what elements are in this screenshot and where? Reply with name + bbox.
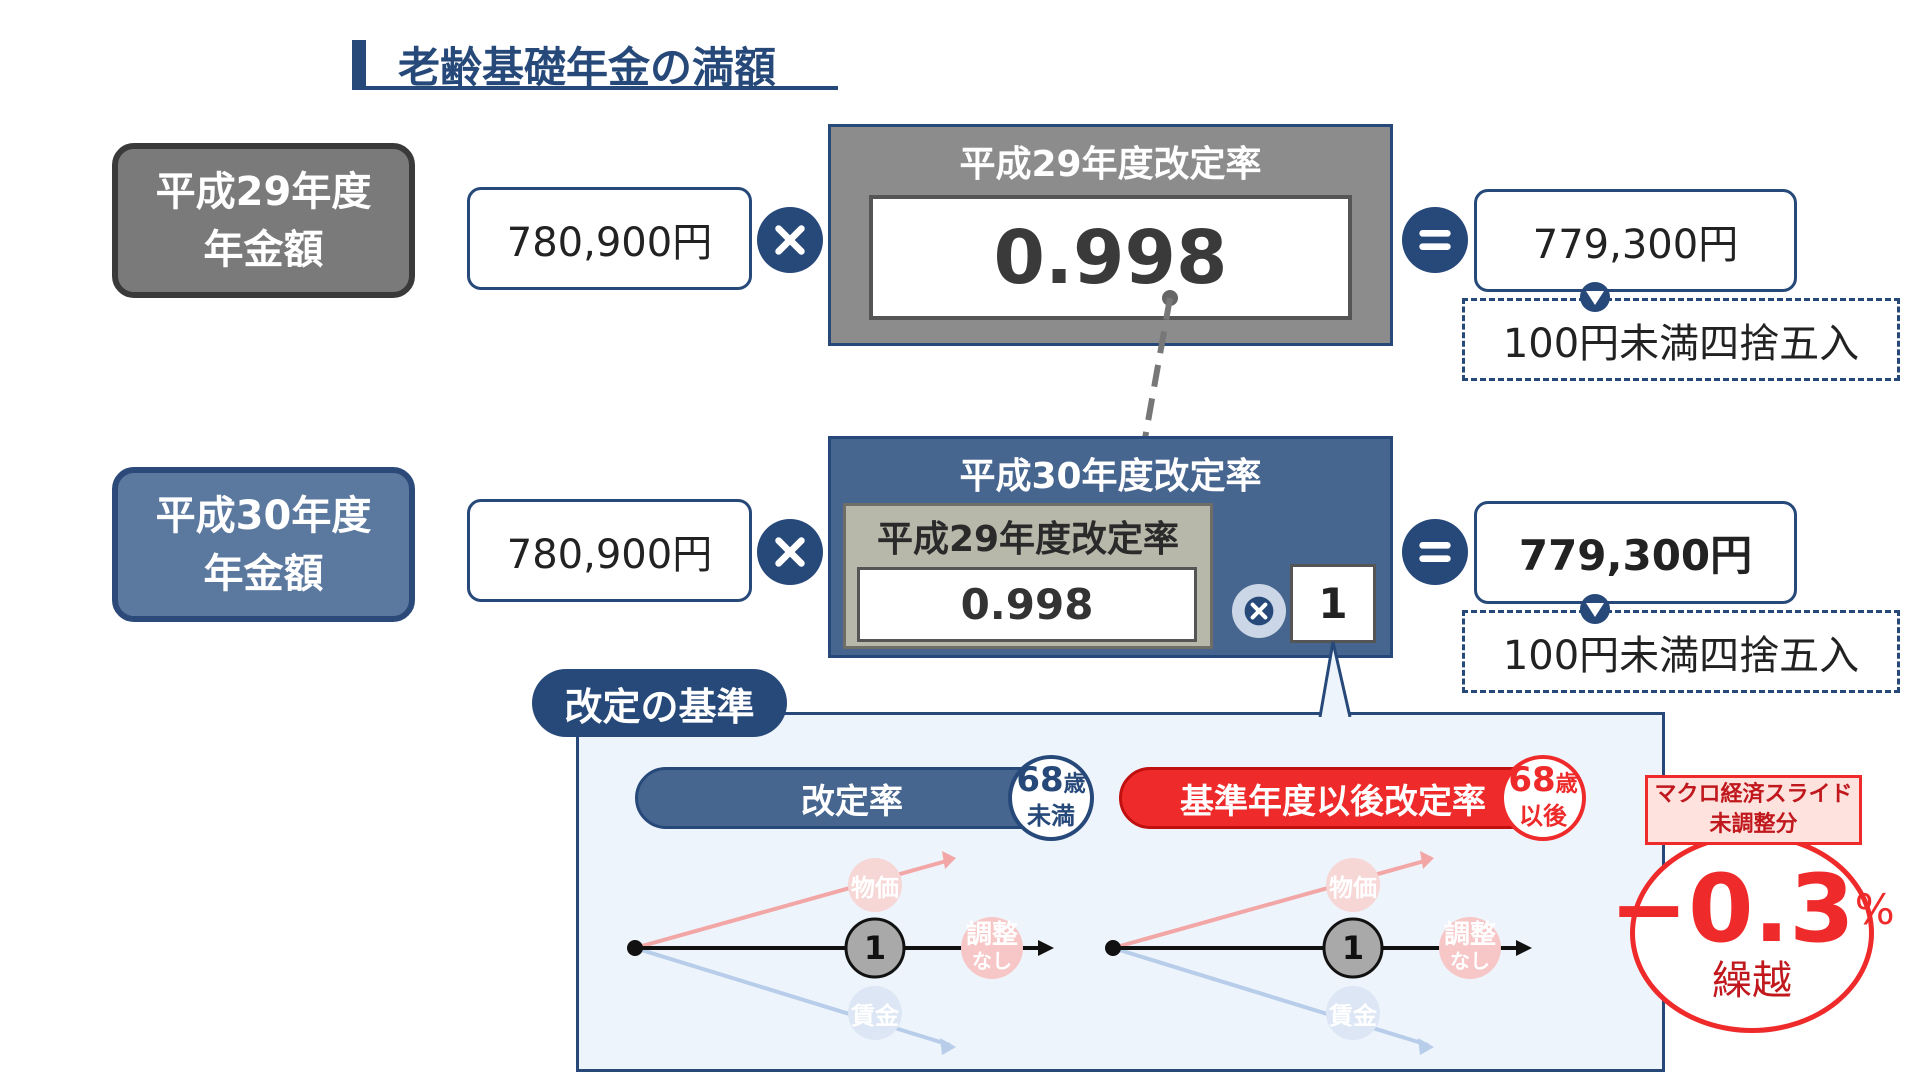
multiply-circle-icon bbox=[757, 207, 823, 273]
age-badge-68-over: 68歳 以後 bbox=[1500, 755, 1586, 841]
macro-carry-value: −0.3% bbox=[1609, 855, 1894, 964]
no-adjust-right: 調整 なし bbox=[1435, 922, 1505, 974]
sub-rate-label: 平成29年度改定率 bbox=[876, 519, 1180, 560]
callout-pointer bbox=[1318, 641, 1352, 717]
center-value-right: 1 bbox=[1341, 929, 1365, 967]
page-title: 老齢基礎年金の満額 bbox=[398, 43, 777, 92]
base-amount-h30: 780,900円 bbox=[467, 499, 752, 602]
sub-rate-value: 0.998 bbox=[857, 567, 1197, 642]
age-badge-over-text: 以後 bbox=[1519, 802, 1567, 830]
factor-value: 1 bbox=[1290, 564, 1376, 643]
age-badge-under-number: 68 bbox=[1016, 760, 1064, 800]
macro-tag-line1: マクロ経済スライド bbox=[1654, 782, 1853, 807]
no-adjust-left-line2: なし bbox=[972, 949, 1012, 973]
year-box-h30: 平成30年度 年金額 bbox=[112, 467, 415, 622]
pill-base-year-rate: 基準年度以後改定率 bbox=[1119, 767, 1547, 829]
no-adjust-left-line1: 調整 bbox=[965, 920, 1018, 950]
no-adjust-left: 調整 なし bbox=[957, 922, 1027, 974]
year-box-h29-line1: 平成29年度 bbox=[155, 168, 372, 215]
label-wage-left: 賃金 bbox=[851, 1002, 899, 1030]
age-badge-over-unit: 歳 bbox=[1555, 772, 1578, 797]
age-badge-under-unit: 歳 bbox=[1063, 772, 1086, 797]
multiply-circle-icon bbox=[757, 519, 823, 585]
macro-tag-line2: 未調整分 bbox=[1709, 812, 1798, 837]
pill-revision-rate-label: 改定率 bbox=[801, 781, 903, 822]
label-price-left: 物価 bbox=[851, 874, 899, 902]
triangle-down-icon bbox=[1580, 282, 1610, 312]
no-adjust-right-line2: なし bbox=[1450, 949, 1490, 973]
equals-circle-icon bbox=[1402, 207, 1468, 273]
year-box-h29: 平成29年度 年金額 bbox=[112, 143, 415, 298]
pill-revision-rate: 改定率 bbox=[635, 767, 1069, 829]
base-amount-h29: 780,900円 bbox=[467, 187, 752, 290]
rounding-note-h30-text: 100円未満四捨五入 bbox=[1502, 632, 1860, 679]
title-underline bbox=[352, 86, 838, 90]
year-box-h30-line2: 年金額 bbox=[203, 550, 324, 597]
rounding-note-h29: 100円未満四捨五入 bbox=[1462, 298, 1900, 381]
macro-carry-number: −0.3 bbox=[1609, 855, 1855, 964]
title-accent-bar bbox=[352, 40, 366, 86]
multiply-small-icon bbox=[1232, 584, 1286, 638]
result-amount-h29: 779,300円 bbox=[1474, 189, 1797, 292]
rate-label-h29: 平成29年度改定率 bbox=[959, 144, 1262, 185]
center-value-left: 1 bbox=[863, 929, 887, 967]
diagram-68-over bbox=[1105, 851, 1532, 1055]
pill-base-year-rate-label: 基準年度以後改定率 bbox=[1180, 781, 1486, 822]
label-price-right: 物価 bbox=[1329, 874, 1377, 902]
equals-circle-icon bbox=[1402, 519, 1468, 585]
rate-label-h30: 平成30年度改定率 bbox=[959, 456, 1262, 497]
age-badge-under-text: 未満 bbox=[1027, 802, 1075, 830]
label-wage-right: 賃金 bbox=[1329, 1002, 1377, 1030]
age-badge-over-number: 68 bbox=[1508, 760, 1556, 800]
standard-tag: 改定の基準 bbox=[532, 669, 787, 737]
rounding-note-h29-text: 100円未満四捨五入 bbox=[1502, 320, 1860, 367]
macro-carry-unit: % bbox=[1854, 885, 1895, 934]
diagram-under-68 bbox=[627, 851, 1054, 1055]
macro-slide-tag: マクロ経済スライド 未調整分 bbox=[1645, 775, 1862, 845]
year-box-h29-line2: 年金額 bbox=[203, 226, 324, 273]
no-adjust-right-line1: 調整 bbox=[1443, 920, 1496, 950]
triangle-down-icon bbox=[1580, 594, 1610, 624]
macro-carry-label: 繰越 bbox=[1712, 958, 1792, 1004]
rate-value-h29: 0.998 bbox=[869, 195, 1352, 320]
age-badge-under-68: 68歳 未満 bbox=[1008, 755, 1094, 841]
rounding-note-h30: 100円未満四捨五入 bbox=[1462, 610, 1900, 693]
result-amount-h30: 779,300円 bbox=[1474, 501, 1797, 604]
year-box-h30-line1: 平成30年度 bbox=[155, 492, 372, 539]
